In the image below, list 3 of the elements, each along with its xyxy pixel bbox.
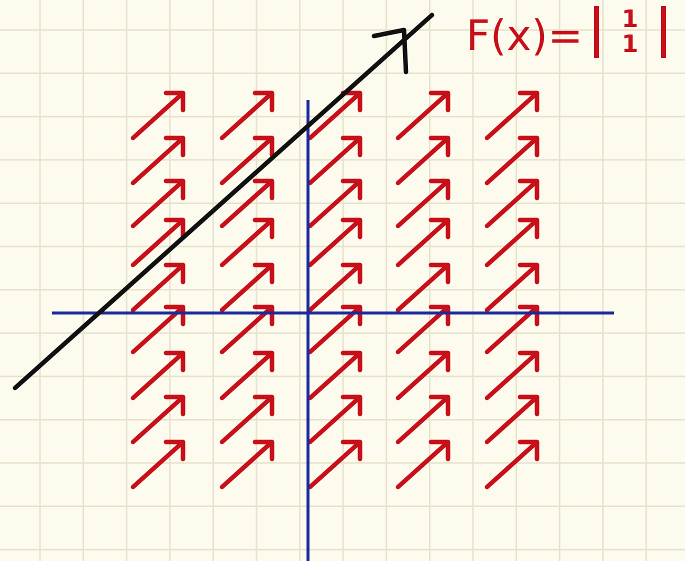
vector-entry: 1 bbox=[622, 7, 638, 32]
vector-entry: 1 bbox=[622, 32, 638, 57]
function-title: F(x)= bbox=[466, 10, 583, 62]
